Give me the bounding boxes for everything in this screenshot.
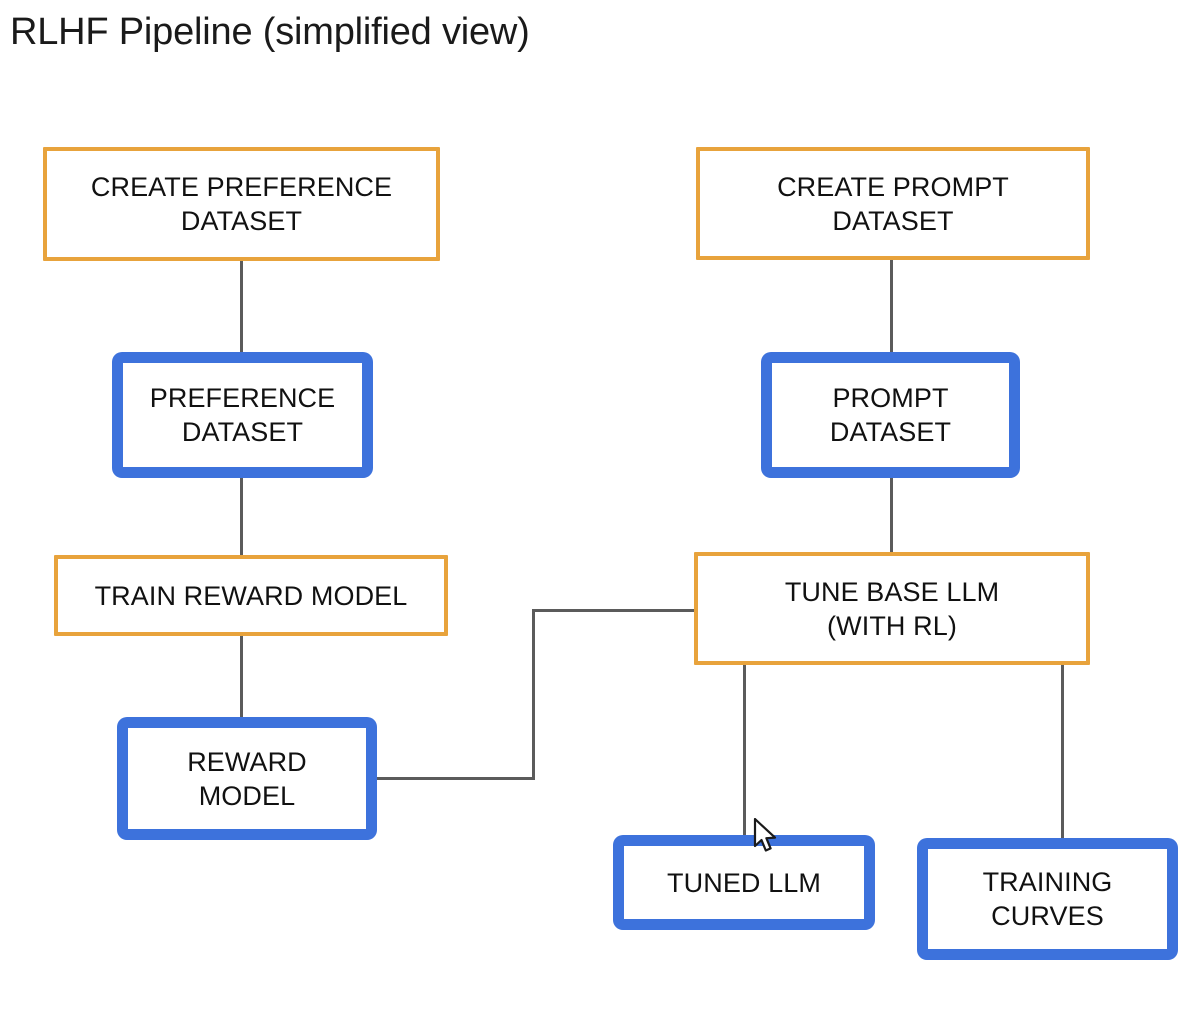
node-label: CREATE PROMPT DATASET xyxy=(777,171,1009,236)
node-label: TRAINING CURVES xyxy=(982,867,1113,931)
edge-reward-model-to-tune-segment-3 xyxy=(532,609,697,612)
node-training-curves[interactable]: TRAINING CURVES xyxy=(917,838,1178,960)
edge-reward-model-to-tune-segment-2 xyxy=(532,609,535,780)
node-create-preference-dataset[interactable]: CREATE PREFERENCE DATASET xyxy=(43,147,440,261)
node-label: REWARD MODEL xyxy=(187,746,307,811)
edge-train-reward-model-to-reward-model xyxy=(240,634,243,719)
edge-tune-base-llm-to-training-curves xyxy=(1061,663,1064,840)
node-label: PREFERENCE DATASET xyxy=(149,383,336,447)
edge-prompt-to-tune-base-llm xyxy=(890,476,893,554)
node-create-prompt-dataset[interactable]: CREATE PROMPT DATASET xyxy=(696,147,1090,260)
node-train-reward-model[interactable]: TRAIN REWARD MODEL xyxy=(54,555,448,636)
edge-create-preference-to-preference xyxy=(240,259,243,354)
node-label: PROMPT DATASET xyxy=(829,383,952,447)
node-reward-model[interactable]: REWARD MODEL xyxy=(117,717,377,840)
node-prompt-dataset[interactable]: PROMPT DATASET xyxy=(761,352,1020,478)
node-preference-dataset[interactable]: PREFERENCE DATASET xyxy=(112,352,373,478)
edge-preference-to-train-reward-model xyxy=(240,476,243,557)
node-tune-base-llm[interactable]: TUNE BASE LLM (WITH RL) xyxy=(694,552,1090,665)
page-title: RLHF Pipeline (simplified view) xyxy=(10,11,530,53)
node-label: TUNED LLM xyxy=(667,867,821,898)
node-label: TRAIN REWARD MODEL xyxy=(94,580,408,611)
node-label: CREATE PREFERENCE DATASET xyxy=(90,172,393,236)
edge-create-prompt-to-prompt xyxy=(890,258,893,354)
edge-reward-model-to-tune-segment-1 xyxy=(372,777,535,780)
node-label: TUNE BASE LLM (WITH RL) xyxy=(784,576,1000,641)
node-tuned-llm[interactable]: TUNED LLM xyxy=(613,835,875,930)
edge-tune-base-llm-to-tuned-llm xyxy=(743,663,746,837)
